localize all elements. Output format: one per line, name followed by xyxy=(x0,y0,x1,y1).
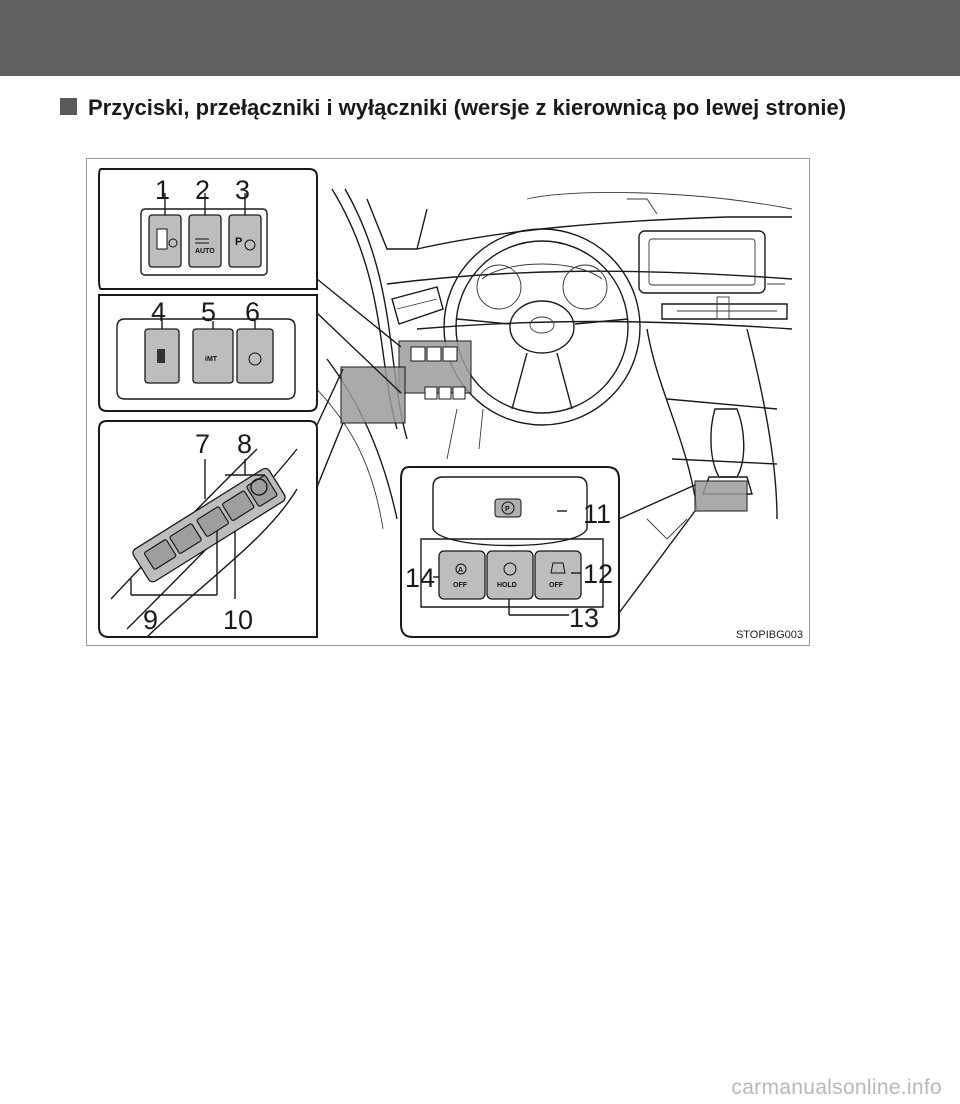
figure-code: STOPIBG003 xyxy=(735,629,803,641)
a-off-label: OFF xyxy=(453,582,468,589)
callout-4: 4 xyxy=(151,297,166,327)
page-header-band xyxy=(0,0,960,76)
parking-brake-label: P xyxy=(505,506,510,513)
dashboard-switch-clusters xyxy=(340,340,748,512)
callout-10: 10 xyxy=(223,605,253,635)
callout-1: 1 xyxy=(155,175,170,205)
vsc-off-label: OFF xyxy=(549,582,564,589)
imt-label: iMT xyxy=(205,356,218,363)
inset-panel-door-switches xyxy=(98,420,318,638)
square-bullet-icon xyxy=(60,98,77,115)
callout-11: 11 xyxy=(583,499,611,529)
dashboard-illustration-svg: .ln { fill: none; stroke: #1a1a1a; strok… xyxy=(98,168,793,638)
callout-12: 12 xyxy=(583,559,613,589)
callout-5: 5 xyxy=(201,297,216,327)
watermark: carmanualsonline.info xyxy=(731,1076,942,1099)
hold-label: HOLD xyxy=(497,582,517,589)
section-heading: Przyciski, przełączniki i wyłączniki (we… xyxy=(60,92,850,123)
callout-6: 6 xyxy=(245,297,260,327)
a-label: A xyxy=(458,567,463,574)
callout-13: 13 xyxy=(569,603,599,633)
callout-numbers: 1 2 3 4 5 6 7 8 9 10 11 12 13 14 xyxy=(143,175,613,635)
dashboard-illustration: .ln { fill: none; stroke: #1a1a1a; strok… xyxy=(86,158,810,646)
p-assist-label: P xyxy=(235,236,242,248)
dashboard-outline xyxy=(306,188,793,540)
auto-label: AUTO xyxy=(195,248,215,255)
callout-9: 9 xyxy=(143,605,158,635)
callout-2: 2 xyxy=(195,175,210,205)
callout-leader-lines xyxy=(316,278,696,614)
inset-panel-buttons-4-6: iMT xyxy=(98,294,318,412)
callout-7: 7 xyxy=(195,429,210,459)
callout-14: 14 xyxy=(405,563,435,593)
callout-3: 3 xyxy=(235,175,250,205)
inset-panel-parking-brake: P A OFF HOLD OFF xyxy=(400,466,620,638)
callout-8: 8 xyxy=(237,429,252,459)
section-heading-text: Przyciski, przełączniki i wyłączniki (we… xyxy=(88,95,847,120)
inset-panel-buttons-1-3: AUTO P xyxy=(98,168,318,290)
